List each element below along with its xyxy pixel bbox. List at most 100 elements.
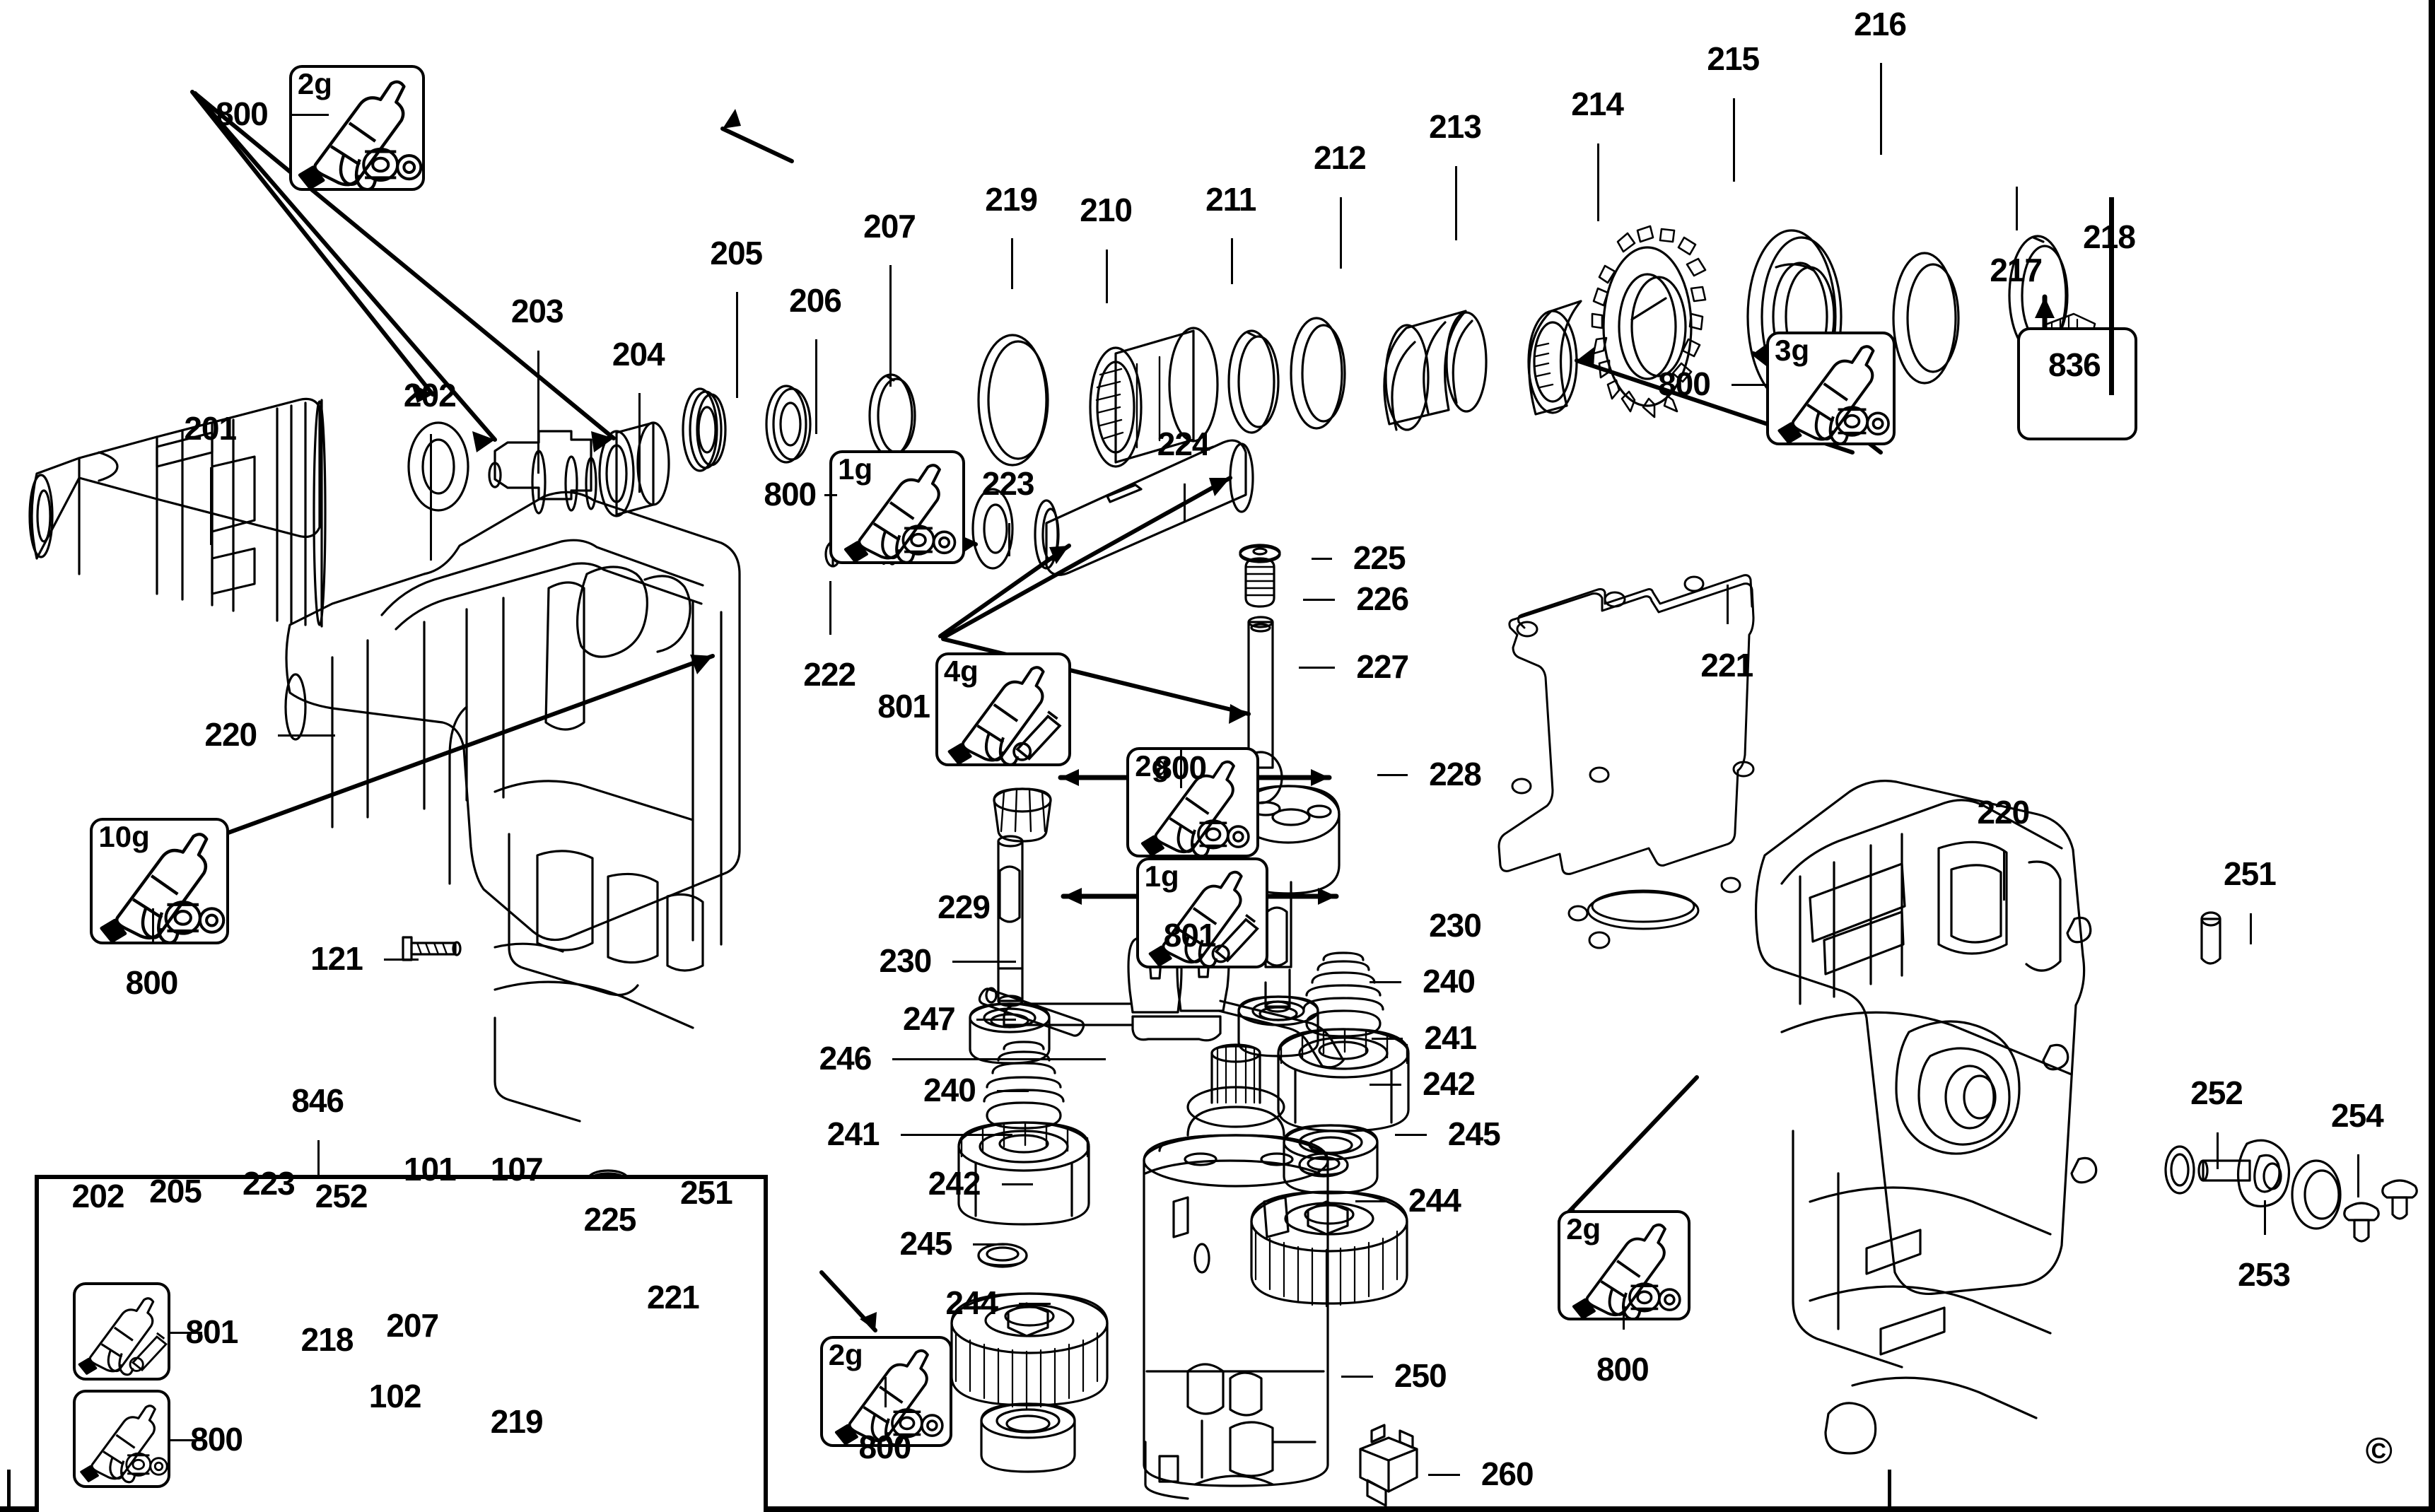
callout-label-c-230-right: 230 (1429, 907, 1482, 944)
callout-label-c-846: 846 (291, 1082, 344, 1120)
callout-label-c-240-top: 240 (1423, 962, 1476, 1000)
callout-label-c-800-1g: 800 (764, 476, 817, 513)
leader-line-c-204 (638, 393, 641, 493)
leader-line-c-203 (537, 351, 539, 474)
callout-label-c-242-mid: 242 (928, 1164, 981, 1202)
callout-label-c-241-top: 241 (1424, 1019, 1477, 1057)
leader-line-c-800-tl (288, 113, 329, 116)
legend-label-223: 223 (242, 1164, 296, 1202)
grease-amount-label: 4g (943, 654, 979, 688)
callout-label-c-203: 203 (510, 293, 564, 330)
legend-label-219: 219 (490, 1403, 544, 1441)
callout-label-c-210: 210 (1080, 192, 1133, 229)
callout-label-c-215: 215 (1707, 40, 1760, 77)
callout-label-c-244-mid: 244 (945, 1284, 998, 1322)
callout-label-c-207: 207 (863, 207, 916, 245)
leader-line-c-253 (2264, 1200, 2267, 1236)
legend-label-221: 221 (647, 1278, 700, 1315)
callout-label-c-230-left: 230 (879, 942, 932, 979)
callout-label-c-801-4g: 801 (877, 687, 930, 725)
callout-label-c-800-3g: 800 (1658, 365, 1711, 402)
grease-amount-label: 1g (838, 452, 873, 486)
callout-label-c-220-right: 220 (1977, 793, 2030, 831)
callout-label-c-228: 228 (1429, 755, 1482, 792)
grease-tube-bearing-icon (78, 1297, 168, 1376)
leader-line-c-250 (1341, 1376, 1373, 1378)
callout-label-c-245-mid: 245 (899, 1224, 953, 1262)
callout-label-c-254: 254 (2330, 1096, 2384, 1134)
leader-line-c-242-mid (1001, 1183, 1034, 1185)
leader-line-c-241-mid (900, 1134, 1013, 1137)
leader-line-c-217 (2016, 186, 2019, 231)
legend-leader-801 (170, 1331, 202, 1334)
leader-line-c-222 (829, 581, 832, 635)
leader-line-c-230-left (952, 960, 1016, 963)
callout-label-c-211: 211 (1205, 180, 1256, 218)
grease-callout-1g: 1g (829, 450, 966, 564)
grease-tube-icon (298, 80, 423, 189)
callout-label-c-250: 250 (1394, 1357, 1447, 1395)
part-box-836 (2017, 327, 2138, 441)
grease-amount-label: 2g (1135, 749, 1170, 783)
leader-line-c-214 (1597, 143, 1600, 221)
callout-label-c-241-mid: 241 (827, 1115, 880, 1153)
grease-tube-bearing-icon (1148, 871, 1259, 966)
callout-label-c-252: 252 (2190, 1074, 2243, 1112)
grease-callout-4g: 4g (935, 652, 1071, 766)
grease-amount-label: 1g (1144, 860, 1179, 893)
leader-line-c-221-top (1727, 584, 1729, 624)
leader-line-c-220-left (278, 734, 335, 737)
callout-label-c-260: 260 (1481, 1455, 1534, 1492)
callout-label-c-836: 836 (2048, 346, 2101, 384)
leader-line-c-846 (317, 1140, 320, 1176)
grease-callout-3g: 3g (1766, 332, 1896, 446)
leader-line-c-242-top (1370, 1083, 1401, 1086)
grease-tube-icon (1777, 345, 1891, 443)
leader-line-c-252 (2217, 1132, 2219, 1169)
callout-label-c-240-mid: 240 (923, 1071, 976, 1108)
legend-label-102: 102 (368, 1378, 422, 1415)
callout-label-c-253: 253 (2238, 1256, 2291, 1294)
callout-label-c-227: 227 (1356, 647, 1409, 685)
legend-label-225: 225 (583, 1201, 637, 1238)
leader-line-c-241-top (1371, 1038, 1403, 1041)
callout-label-c-205: 205 (710, 234, 763, 271)
leader-line-c-800-3g (1732, 383, 1767, 386)
callout-label-c-221-top: 221 (1700, 646, 1753, 684)
legend-label-205: 205 (149, 1172, 202, 1209)
callout-label-c-245-top: 245 (1447, 1115, 1501, 1153)
leader-line-c-800-2g-a (1180, 746, 1183, 788)
callout-label-c-212: 212 (1313, 139, 1367, 177)
leader-line-c-212 (1339, 197, 1342, 269)
copyright-icon: © (2365, 1431, 2393, 1472)
callout-label-c-202: 202 (403, 376, 457, 414)
leader-line-c-254 (2357, 1154, 2359, 1197)
leader-line-c-244-mid (1019, 1303, 1051, 1306)
callout-label-c-251: 251 (2224, 855, 2277, 892)
callout-label-c-225: 225 (1353, 539, 1406, 576)
callout-label-c-216: 216 (1854, 5, 1907, 42)
grease-amount-label: 2g (297, 66, 332, 100)
leader-line-c-224 (1183, 483, 1186, 522)
leader-line-c-206 (815, 339, 817, 435)
legend-grease-box-800 (72, 1390, 171, 1488)
leader-line-c-216 (1880, 63, 1883, 155)
legend-label-202: 202 (71, 1177, 125, 1214)
leader-line-c-205 (736, 292, 739, 399)
callout-label-c-800-2g-b: 800 (1596, 1351, 1649, 1388)
leader-line-c-210 (1106, 250, 1109, 304)
leader-line-c-220-right (2003, 851, 2006, 901)
legend-label-251: 251 (679, 1174, 733, 1212)
grease-callout-1g: 1g (1135, 857, 1269, 968)
leader-line-c-211 (1230, 238, 1233, 285)
grease-amount-label: 2g (828, 1338, 863, 1372)
grease-tube-bearing-icon (947, 666, 1062, 763)
leader-line-c-240-mid (996, 1089, 1029, 1092)
legend-leader-800 (170, 1438, 202, 1441)
leader-line-c-201 (210, 467, 213, 545)
legend-label-252: 252 (315, 1177, 368, 1214)
title-block-divider-3 (1888, 1470, 1891, 1512)
leader-line-c-800-10g (151, 908, 154, 943)
